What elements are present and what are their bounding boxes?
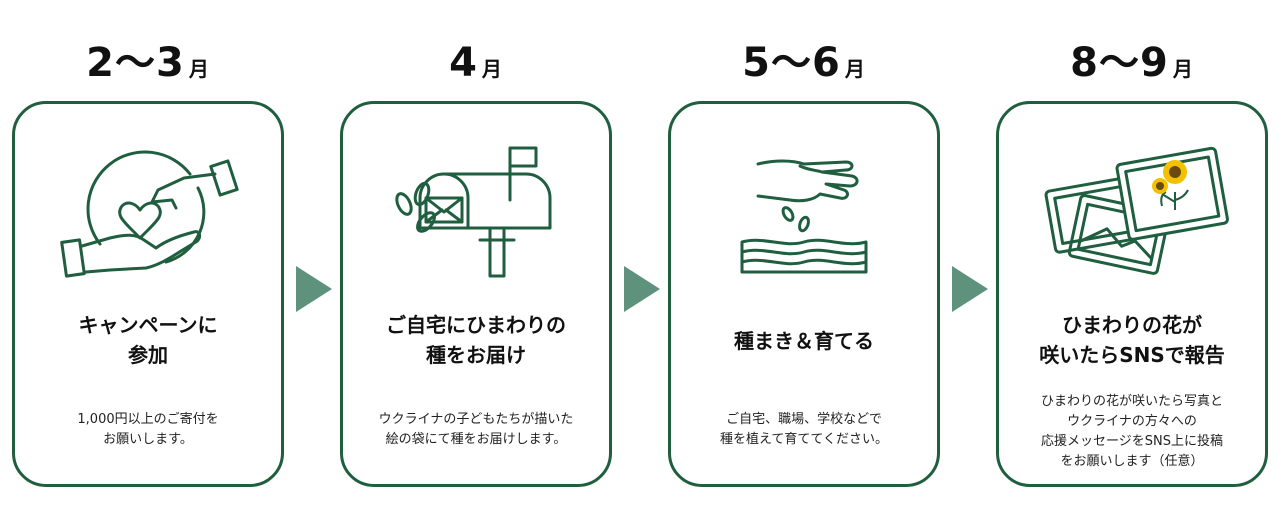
step-card: キャンペーンに 参加 1,000円以上のご寄付を お願いします。 xyxy=(12,101,284,487)
period-value: 5〜6 xyxy=(742,40,841,86)
hand-sowing-seeds-icon xyxy=(740,159,868,274)
step-description: ウクライナの子どもたちが描いた 絵の袋にて種をお届けします。 xyxy=(378,412,574,447)
step-description: ご自宅、職場、学校などで 種を植えて育ててください。 xyxy=(720,412,888,447)
step-title: キャンペーンに 参加 xyxy=(78,313,218,367)
period-unit: 月 xyxy=(844,57,866,81)
period-value: 4 xyxy=(449,40,478,86)
arrow-right-icon xyxy=(296,266,332,312)
step-card: 種まき＆育てる ご自宅、職場、学校などで 種を植えて育ててください。 xyxy=(668,101,940,487)
step-card: ひまわりの花が 咲いたらSNSで報告 ひまわりの花が咲いたら写真と ウクライナの… xyxy=(996,101,1268,487)
period-unit: 月 xyxy=(188,57,210,81)
period-value: 2〜3 xyxy=(86,40,185,86)
arrow-right-icon xyxy=(952,266,988,312)
sunflower-photos-icon xyxy=(1044,146,1229,275)
step-title: 種まき＆育てる xyxy=(734,329,874,353)
period-value: 8〜9 xyxy=(1070,40,1169,86)
seeds-mailbox-icon xyxy=(395,146,552,278)
arrow-right-icon xyxy=(624,266,660,312)
period-unit: 月 xyxy=(481,57,503,81)
period-unit: 月 xyxy=(1172,57,1194,81)
hands-heart-donation-icon xyxy=(60,150,239,278)
step-description: 1,000円以上のご寄付を お願いします。 xyxy=(77,412,219,447)
step-card: ご自宅にひまわりの 種をお届け ウクライナの子どもたちが描いた 絵の袋にて種をお… xyxy=(340,101,612,487)
step-title: ご自宅にひまわりの 種をお届け xyxy=(386,313,566,367)
step-title: ひまわりの花が 咲いたらSNSで報告 xyxy=(1039,313,1225,367)
step-description: ひまわりの花が咲いたら写真と ウクライナの方々への 応援メッセージをSNS上に投… xyxy=(1040,394,1223,469)
